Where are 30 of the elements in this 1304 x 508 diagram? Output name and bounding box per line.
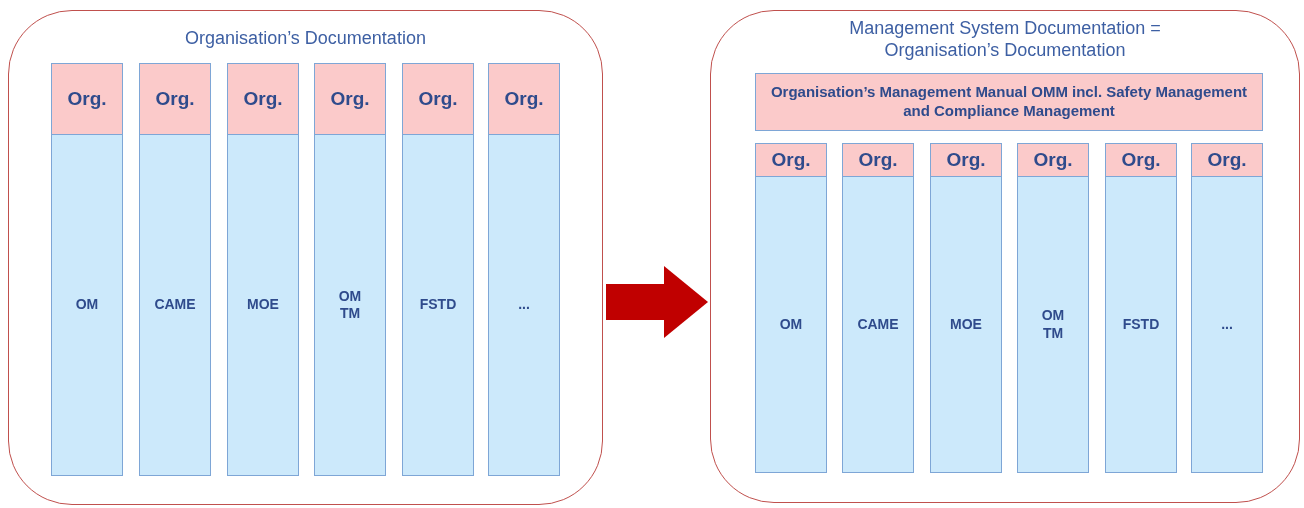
organisation-header: Org. — [139, 63, 211, 135]
frame-title: Management System Documentation = Organisation’s Documentation — [849, 18, 1161, 60]
manual-column: ... — [1191, 176, 1263, 473]
documentation-frame — [8, 10, 603, 505]
manual-column: CAME — [842, 176, 914, 473]
organisation-header: Org. — [1105, 143, 1177, 177]
organisation-header: Org. — [51, 63, 123, 135]
manual-column: ... — [488, 134, 560, 476]
manual-column: FSTD — [402, 134, 474, 476]
manual-column: CAME — [139, 134, 211, 476]
organisation-header: Org. — [1017, 143, 1089, 177]
arrow — [606, 266, 708, 338]
organisation-header: Org. — [842, 143, 914, 177]
manual-column: MOE — [930, 176, 1002, 473]
organisation-header: Org. — [930, 143, 1002, 177]
organisation-header: Org. — [402, 63, 474, 135]
documentation-frame — [710, 10, 1300, 503]
frame-title: Organisation’s Documentation — [185, 28, 426, 48]
manual-column: OM — [755, 176, 827, 473]
organisation-header: Organisation’s Management Manual OMM incl. Safety Management and Compliance Management — [755, 73, 1263, 131]
manual-column: OM TM — [1017, 176, 1089, 473]
organisation-header: Org. — [314, 63, 386, 135]
organisation-header: Org. — [1191, 143, 1263, 177]
manual-column: FSTD — [1105, 176, 1177, 473]
organisation-header: Org. — [755, 143, 827, 177]
organisation-header: Org. — [488, 63, 560, 135]
manual-column: OM TM — [314, 134, 386, 476]
manual-column: MOE — [227, 134, 299, 476]
manual-column: OM — [51, 134, 123, 476]
organisation-header: Org. — [227, 63, 299, 135]
